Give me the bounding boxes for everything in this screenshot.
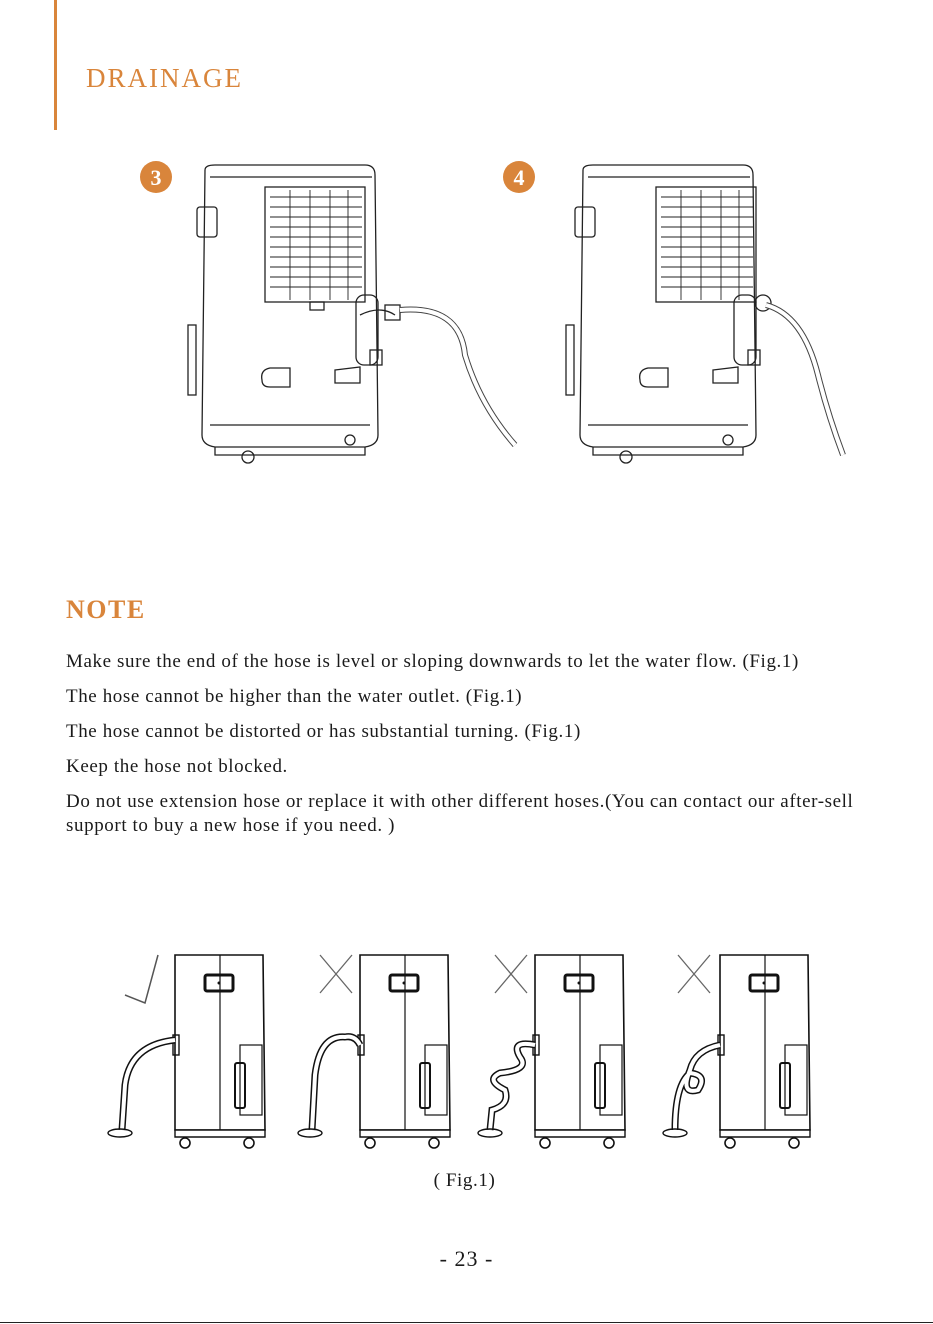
figure-caption: ( Fig.1) — [433, 1170, 496, 1191]
svg-text:4: 4 — [514, 165, 525, 190]
step-badge-4: 4 — [503, 161, 535, 193]
svg-text:3: 3 — [151, 165, 162, 190]
section-title: DRAINAGE — [86, 63, 243, 93]
note-item: Keep the hose not blocked. — [66, 756, 288, 777]
note-item: The hose cannot be distorted or has subs… — [66, 721, 581, 742]
cross-mark-icon — [319, 954, 353, 994]
cross-mark-icon — [494, 954, 528, 994]
dehumidifier-unit-step4 — [565, 164, 846, 464]
placement-correct — [107, 953, 267, 1150]
note-item: Make sure the end of the hose is level o… — [66, 651, 799, 672]
drainage-steps-illustration: 3 4 — [140, 161, 846, 464]
placement-wrong-higher — [297, 953, 452, 1150]
placement-wrong-looped — [662, 953, 812, 1150]
cross-mark-icon — [677, 954, 711, 994]
step-badge-3: 3 — [140, 161, 172, 193]
page-number: - 23 - — [439, 1246, 494, 1271]
note-title: NOTE — [66, 595, 146, 624]
note-item: The hose cannot be higher than the water… — [66, 686, 523, 707]
page-bottom-rule — [0, 1322, 933, 1323]
section-accent-bar — [54, 0, 57, 130]
placement-wrong-distorted — [477, 953, 627, 1150]
note-item: Do not use extension hose or replace it … — [66, 791, 854, 836]
hose-placement-illustration — [107, 953, 812, 1150]
check-mark-icon — [124, 954, 159, 1005]
note-list: Make sure the end of the hose is level o… — [66, 650, 886, 849]
dehumidifier-unit-step3 — [187, 164, 518, 464]
